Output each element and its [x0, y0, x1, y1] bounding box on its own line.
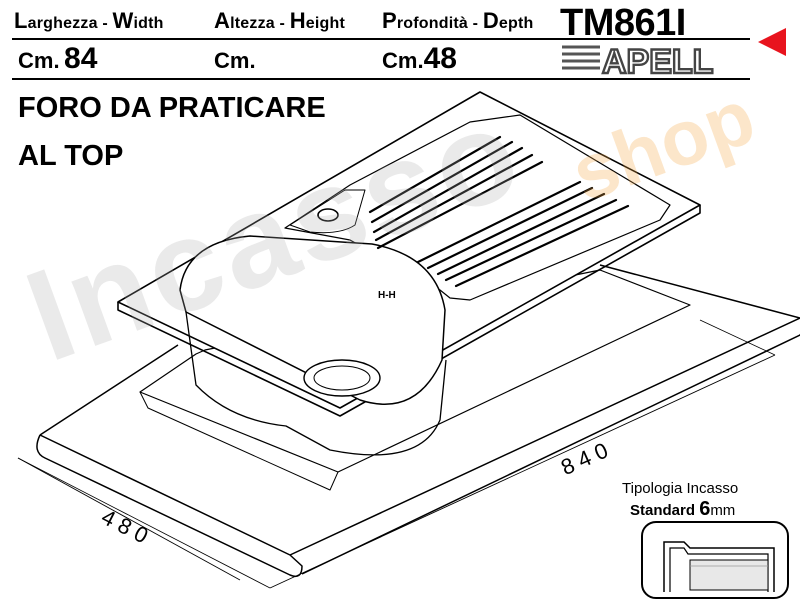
width-label: Larghezza - Width: [14, 8, 164, 33]
height-label: Altezza - Height: [214, 8, 345, 33]
model-code: TM861I: [560, 2, 686, 44]
red-triangle-pointer-icon: [758, 28, 786, 56]
header-divider-top: [12, 38, 750, 40]
brand-name: APELL: [602, 43, 713, 76]
install-type-title: Tipologia Incasso: [622, 480, 739, 497]
cutout-depth: [139, 391, 339, 491]
install-type-standard: Standard 6mm: [630, 498, 736, 520]
faucet-mark: H-H: [378, 290, 396, 301]
dim-line-840: [269, 354, 776, 589]
countertop-outline: [39, 264, 800, 556]
tap-hole: [317, 208, 339, 222]
installation-profile-icon: [641, 521, 789, 599]
title-line-2: AL TOP: [18, 140, 124, 172]
depth-value: Cm.48: [382, 42, 457, 75]
sink-drawing: H-H: [17, 91, 800, 589]
title-line-1: FORO DA PRATICARE: [18, 92, 326, 124]
countertop-front-edge: [36, 434, 303, 578]
depth-label: Profondità - Depth: [382, 8, 534, 33]
apell-logo-icon: APELL: [562, 42, 715, 76]
width-value: Cm. 84: [18, 42, 98, 75]
height-value: Cm.: [214, 48, 256, 73]
sink-bowl: [179, 235, 446, 405]
dim-line-480: [17, 457, 241, 581]
header-divider-bottom: [12, 78, 750, 80]
